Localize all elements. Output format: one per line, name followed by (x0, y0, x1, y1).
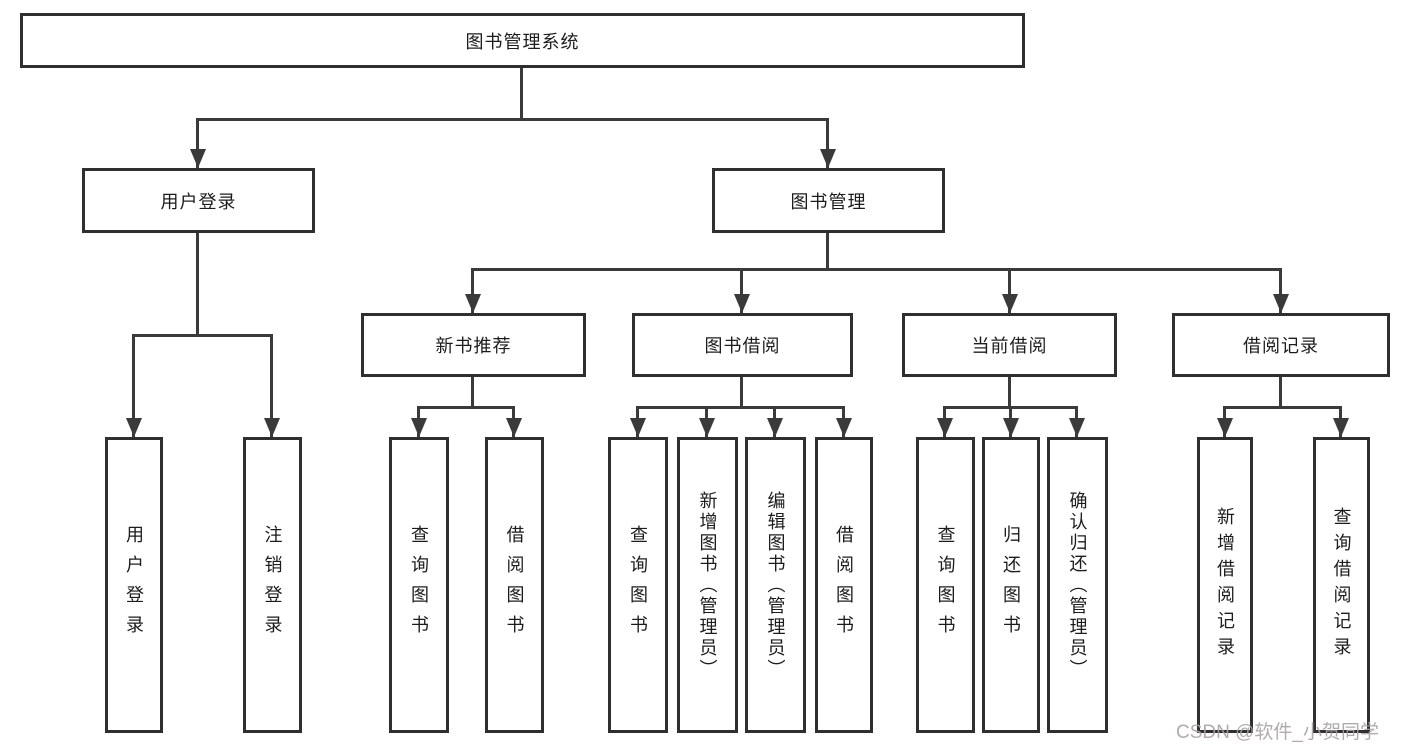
connector-arrow-user-login-shaft (196, 118, 199, 168)
connector-user-login-stem (196, 233, 199, 335)
connector-arrow-book-borrow-shaft (740, 268, 743, 313)
node-book-mgmt-label: 图书管理 (790, 191, 867, 212)
arrowhead-br-query (1333, 418, 1349, 437)
leaf-borrow-query-books-label: 查询图书 (628, 525, 648, 645)
arrowhead-bb-query (630, 418, 646, 437)
leaf-borrow-add-books: 新增图书（管理员） (677, 437, 738, 733)
leaf-borrow-edit-books: 编辑图书（管理员） (745, 437, 806, 733)
node-current-borrow-label: 当前借阅 (971, 336, 1048, 356)
leaf-logout: 注销登录 (243, 437, 302, 733)
node-borrow-record: 借阅记录 (1172, 313, 1390, 377)
connector-new-book-rec-stem (471, 377, 474, 407)
arrowhead-borrow-record (1273, 294, 1289, 313)
connector-current-borrow-stem (1008, 377, 1011, 407)
arrowhead-nbr-query (411, 418, 427, 437)
leaf-record-add-label: 新增借阅记录 (1215, 507, 1235, 663)
arrowhead-bb-edit (767, 418, 783, 437)
connector-book-mgmt-branch (473, 268, 1281, 271)
node-borrow-record-label: 借阅记录 (1243, 336, 1319, 356)
csdn-watermark: CSDN @软件_小贺同学 (1176, 722, 1379, 743)
node-user-login: 用户登录 (82, 168, 315, 233)
connector-arrow-current-borrow-shaft (1008, 268, 1011, 313)
arrowhead-leaf-user-login (126, 418, 142, 437)
connector-book-mgmt-stem (826, 233, 829, 270)
node-root-label: 图书管理系统 (465, 31, 580, 52)
arrowhead-cb-query (937, 418, 953, 437)
arrowhead-nbr-borrow (506, 418, 522, 437)
connector-arrow-book-mgmt-shaft (826, 118, 829, 168)
node-new-book-rec-label: 新书推荐 (435, 336, 512, 356)
leaf-current-confirm-return-label: 确认归还（管理员） (1067, 490, 1088, 680)
connector-root-branch (198, 118, 828, 121)
leaf-borrow-query-books: 查询图书 (608, 437, 668, 733)
arrowhead-cb-confirm (1069, 418, 1085, 437)
leaf-newrec-query-books-label: 查询图书 (409, 525, 429, 645)
node-new-book-rec: 新书推荐 (361, 313, 586, 377)
leaf-user-login: 用户登录 (105, 437, 163, 733)
node-user-login-label: 用户登录 (160, 191, 237, 212)
leaf-current-query-books-label: 查询图书 (935, 525, 956, 645)
arrowhead-br-add (1217, 418, 1233, 437)
connector-new-book-rec-branch (419, 406, 514, 409)
connector-book-borrow-branch (638, 406, 844, 409)
arrowhead-cb-return (1003, 418, 1019, 437)
leaf-current-return-books: 归还图书 (982, 437, 1040, 733)
leaf-borrow-borrow-books-label: 借阅图书 (834, 525, 854, 645)
node-book-mgmt: 图书管理 (712, 168, 945, 233)
arrowhead-book-mgmt (820, 149, 836, 168)
leaf-current-return-books-label: 归还图书 (1001, 525, 1021, 645)
leaf-newrec-borrow-books-label: 借阅图书 (504, 525, 525, 645)
arrowhead-book-borrow (734, 294, 750, 313)
leaf-newrec-borrow-books: 借阅图书 (485, 437, 544, 733)
arrowhead-user-login (190, 149, 206, 168)
connector-borrow-record-branch (1225, 406, 1341, 409)
arrowhead-bb-add (699, 418, 715, 437)
leaf-logout-label: 注销登录 (262, 525, 283, 645)
connector-borrow-record-stem (1279, 377, 1282, 407)
leaf-current-confirm-return: 确认归还（管理员） (1047, 437, 1108, 733)
arrowhead-new-book-rec (465, 294, 481, 313)
connector-arrow-borrow-record-shaft (1279, 268, 1282, 313)
arrowhead-leaf-logout (264, 418, 280, 437)
connector-user-login-branch (134, 334, 272, 337)
leaf-current-query-books: 查询图书 (916, 437, 975, 733)
node-root: 图书管理系统 (20, 13, 1025, 68)
arrowhead-bb-borrow (836, 418, 852, 437)
arrowhead-current-borrow (1002, 294, 1018, 313)
leaf-record-query-label: 查询借阅记录 (1331, 507, 1352, 663)
node-book-borrow-label: 图书借阅 (704, 336, 781, 356)
connector-book-borrow-stem (740, 377, 743, 407)
leaf-borrow-borrow-books: 借阅图书 (815, 437, 873, 733)
leaf-borrow-add-books-label: 新增图书（管理员） (697, 490, 718, 680)
leaf-record-query: 查询借阅记录 (1313, 437, 1370, 733)
connector-arrow-leaf-logout-shaft (270, 334, 273, 437)
leaf-record-add: 新增借阅记录 (1197, 437, 1253, 733)
connector-root-stem (520, 68, 523, 119)
node-book-borrow: 图书借阅 (632, 313, 853, 377)
connector-arrow-leaf-user-login-shaft (132, 334, 135, 437)
leaf-borrow-edit-books-label: 编辑图书（管理员） (765, 490, 786, 680)
node-current-borrow: 当前借阅 (902, 313, 1117, 377)
leaf-newrec-query-books: 查询图书 (389, 437, 449, 733)
connector-arrow-new-book-rec-shaft (471, 268, 474, 313)
leaf-user-login-label: 用户登录 (124, 525, 144, 645)
